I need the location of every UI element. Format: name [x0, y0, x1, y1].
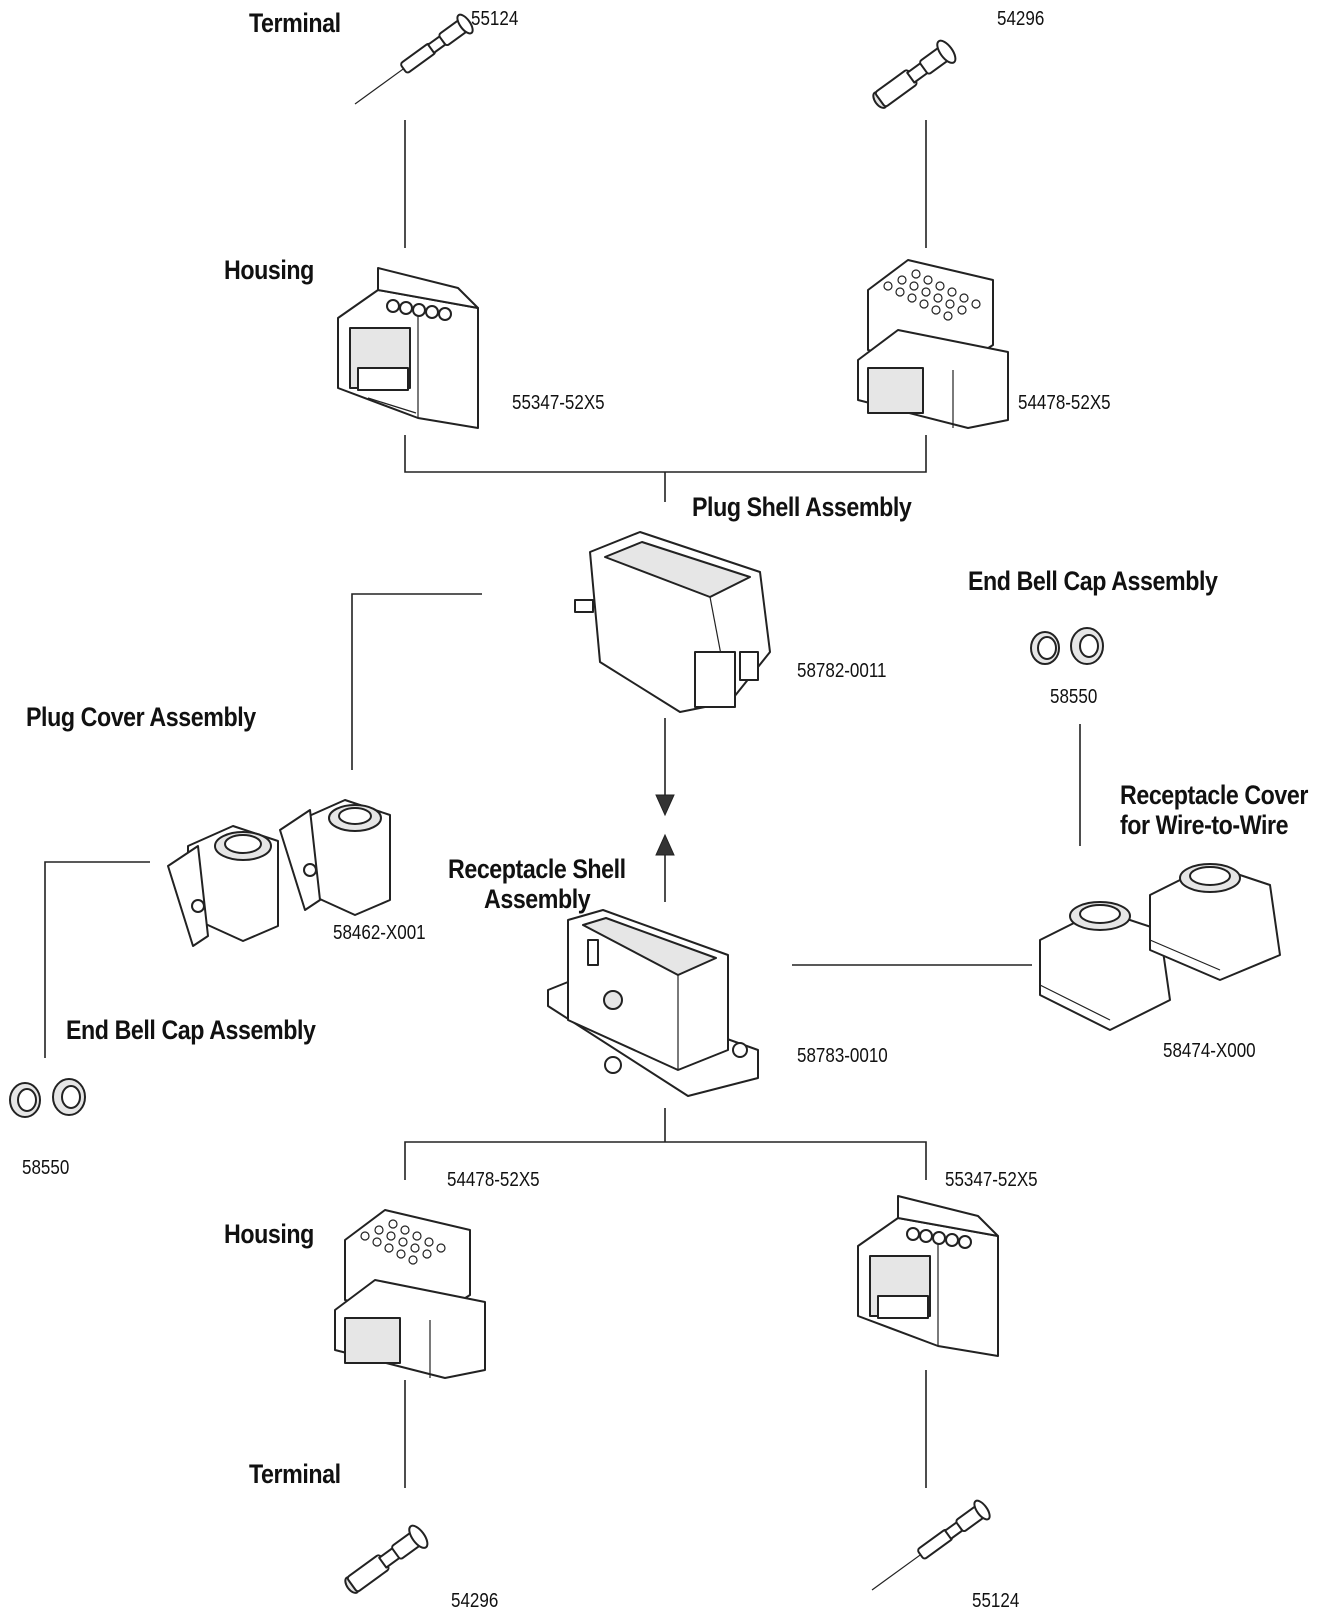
part-number: 58782-0011 — [797, 660, 887, 682]
housing-open-icon — [857, 1195, 999, 1357]
part-number: 58550 — [22, 1157, 70, 1179]
terminal-pin-icon — [354, 13, 474, 105]
receptacle-cover-heading-line2: for Wire-to-Wire — [1120, 810, 1289, 840]
plug-shell-heading: Plug Shell Assembly — [692, 492, 912, 522]
connector-lines — [44, 120, 1081, 1488]
part-number: 55347-52X5 — [945, 1169, 1038, 1191]
part-number: 55124 — [471, 8, 519, 30]
terminal-pin-icon — [871, 1499, 991, 1591]
housing-heading: Housing — [224, 255, 314, 285]
plug-cover-icon — [279, 799, 391, 916]
part-number: 58783-0010 — [797, 1045, 888, 1067]
part-number: 54296 — [997, 8, 1045, 30]
terminal-socket-icon — [344, 1524, 429, 1594]
terminal-heading: Terminal — [249, 8, 341, 38]
part-number: 58550 — [1050, 686, 1098, 708]
receptacle-cover-heading-line1: Receptacle Cover — [1120, 780, 1309, 810]
plug-cover-icon — [167, 825, 279, 947]
part-number: 55124 — [972, 1590, 1020, 1612]
end-bell-cap-icon — [9, 1078, 86, 1118]
mating-arrows — [655, 794, 675, 856]
housing-pin-block-icon — [334, 1209, 486, 1379]
end-bell-cap-heading: End Bell Cap Assembly — [968, 566, 1218, 596]
receptacle-shell-icon — [547, 909, 759, 1097]
part-number: 58462-X001 — [333, 922, 426, 944]
plug-shell-icon — [574, 531, 771, 713]
terminal-heading: Terminal — [249, 1459, 341, 1489]
part-number: 55347-52X5 — [512, 392, 605, 414]
receptacle-shell-heading-line2: Assembly — [484, 884, 591, 914]
receptacle-shell-heading-line1: Receptacle Shell — [448, 854, 626, 884]
part-number: 58474-X000 — [1163, 1040, 1256, 1062]
housing-pin-block-icon — [857, 259, 1009, 429]
part-number: 54296 — [451, 1590, 499, 1612]
part-number: 54478-52X5 — [447, 1169, 540, 1191]
end-bell-cap-icon — [1030, 627, 1104, 665]
end-bell-cap-heading: End Bell Cap Assembly — [66, 1015, 316, 1045]
plug-cover-heading: Plug Cover Assembly — [26, 702, 256, 732]
housing-open-icon — [337, 267, 479, 429]
terminal-socket-icon — [872, 39, 957, 109]
part-number: 54478-52X5 — [1018, 392, 1111, 414]
housing-heading: Housing — [224, 1219, 314, 1249]
receptacle-cover-icon — [1149, 863, 1281, 981]
receptacle-cover-icon — [1039, 901, 1171, 1031]
